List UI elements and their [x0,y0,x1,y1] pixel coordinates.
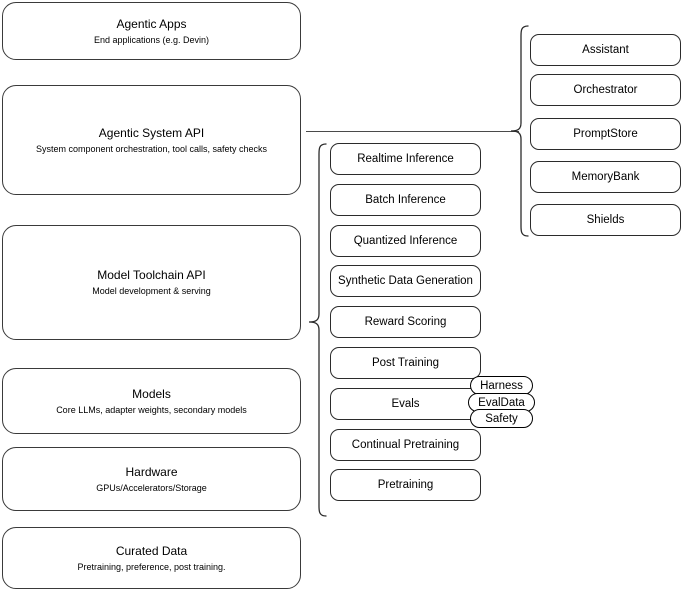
evals-subcomponent-safety[interactable]: Safety [470,409,533,428]
stack-layer-agentic-apps[interactable]: Agentic Apps End applications (e.g. Devi… [2,2,301,60]
stack-layer-subtitle: End applications (e.g. Devin) [93,34,210,45]
capability-label: Pretraining [377,479,434,491]
component-label: Orchestrator [573,84,638,96]
component-label: PromptStore [573,128,638,140]
brace-toolchain-capabilities [306,142,328,518]
agentic-component-shields[interactable]: Shields [530,204,681,236]
component-label: Assistant [582,44,629,56]
capability-quantized-inference[interactable]: Quantized Inference [330,225,481,257]
stack-layer-title: Agentic System API [98,125,205,140]
stack-layer-title: Curated Data [115,543,188,558]
stack-layer-subtitle: System component orchestration, tool cal… [35,143,268,154]
stack-layer-title: Hardware [125,464,178,479]
stack-layer-title: Models [132,386,171,401]
stack-layer-title: Agentic Apps [116,16,187,31]
pill-label: Harness [480,379,523,392]
capability-evals[interactable]: Evals [330,388,481,420]
stack-layer-models[interactable]: Models Core LLMs, adapter weights, secon… [2,368,301,434]
capability-label: Continual Pretraining [351,439,460,451]
capability-reward-scoring[interactable]: Reward Scoring [330,306,481,338]
stack-layer-subtitle: Pretraining, preference, post training. [77,561,226,572]
brace-agentic-system-components [508,24,530,238]
stack-layer-subtitle: Model development & serving [92,286,211,296]
component-label: MemoryBank [571,171,640,183]
agentic-component-promptstore[interactable]: PromptStore [530,118,681,150]
capability-post-training[interactable]: Post Training [330,347,481,379]
evals-subcomponent-evaldata[interactable]: EvalData [468,393,535,412]
capability-label: Post Training [371,357,440,369]
stack-layer-subtitle: Core LLMs, adapter weights, secondary mo… [56,404,247,415]
capability-label: Batch Inference [365,194,446,206]
agentic-component-orchestrator[interactable]: Orchestrator [530,74,681,106]
pill-label: Safety [485,412,518,425]
agentic-component-memorybank[interactable]: MemoryBank [530,161,681,193]
capability-realtime-inference[interactable]: Realtime Inference [330,143,481,175]
agentic-component-assistant[interactable]: Assistant [530,34,681,66]
capability-synthetic-data-generation[interactable]: Synthetic Data Generation [330,265,481,297]
capability-label: Reward Scoring [364,316,447,328]
capability-label: Synthetic Data Generation [338,275,473,287]
capability-label: Quantized Inference [353,235,458,247]
stack-layer-curated-data[interactable]: Curated Data Pretraining, preference, po… [2,527,301,589]
capability-pretraining[interactable]: Pretraining [330,469,481,501]
stack-layer-title: Model Toolchain API [97,268,206,282]
capability-continual-pretraining[interactable]: Continual Pretraining [330,429,481,461]
component-label: Shields [586,214,625,226]
capability-batch-inference[interactable]: Batch Inference [330,184,481,216]
stack-layer-model-toolchain-api[interactable]: Model Toolchain API Model development & … [2,225,301,340]
stack-layer-subtitle: GPUs/Accelerators/Storage [96,482,207,493]
connector-system-api-to-components [306,131,519,132]
capability-label: Evals [391,398,420,410]
stack-layer-agentic-system-api[interactable]: Agentic System API System component orch… [2,85,301,195]
capability-label: Realtime Inference [357,153,454,165]
stack-layer-hardware[interactable]: Hardware GPUs/Accelerators/Storage [2,447,301,511]
pill-label: EvalData [478,396,525,409]
